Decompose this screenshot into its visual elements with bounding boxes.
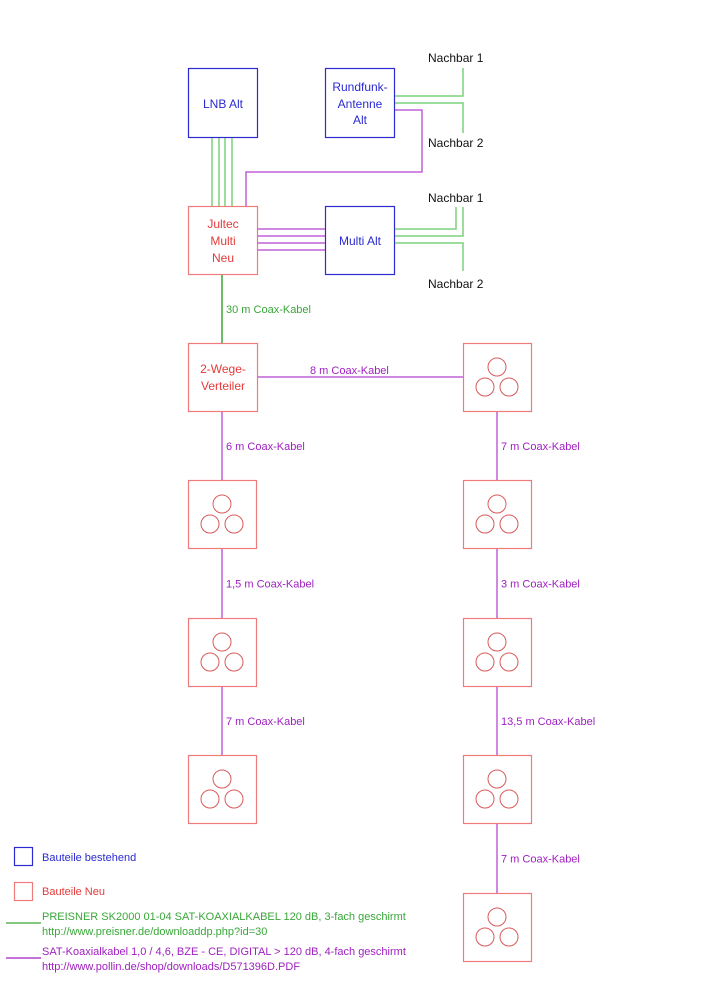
legend-existing-label: Bauteile bestehend [42, 852, 136, 864]
right-cable-label: 3 m Coax-Kabel [501, 579, 580, 591]
multi-neighbor-cables [395, 207, 464, 271]
triple-socket-icon [200, 494, 244, 534]
neighbor-label-mid-2: Nachbar 2 [428, 277, 484, 291]
cable-label-30m: 30 m Coax-Kabel [226, 304, 311, 316]
legend-green-cable-desc: PREISNER SK2000 01-04 SAT-KOAXIALKABEL 1… [42, 911, 406, 923]
outlet-right-1 [462, 342, 533, 413]
jultec-label-line2: Multi [210, 234, 235, 248]
right-cable-label: 7 m Coax-Kabel [501, 854, 580, 866]
multi-alt-label: Multi Alt [339, 234, 382, 248]
legend-green-cable-url[interactable]: http://www.preisner.de/downloaddp.php?id… [42, 926, 267, 938]
outlet-right-3 [462, 617, 533, 688]
splitter-box: 2-Wege- Verteiler [187, 342, 259, 413]
left-cable-label: 1,5 m Coax-Kabel [226, 579, 314, 591]
rundfunk-label-line2: Antenne [338, 97, 383, 111]
outlet-right-5 [462, 892, 533, 963]
splitter-label-line2: Verteiler [201, 379, 245, 393]
cable-chain-group: 6 m Coax-Kabel 1,5 m Coax-Kabel 7 m Coax-K… [221, 412, 595, 893]
outlet-left-2 [187, 617, 258, 688]
outlet-right-2 [462, 479, 533, 550]
legend-new-label: Bauteile Neu [42, 886, 105, 898]
right-cable-label: 7 m Coax-Kabel [501, 441, 580, 453]
jultec-multiswitch-box: Jultec Multi Neu [187, 205, 259, 276]
triple-socket-icon [475, 357, 519, 397]
legend-new-swatch [13, 881, 34, 902]
outlet-left-1 [187, 479, 258, 550]
outlet-right-4 [462, 754, 533, 825]
neighbor-label-mid-1: Nachbar 1 [428, 191, 484, 205]
neighbor-label-top-2: Nachbar 2 [428, 136, 484, 150]
rundfunk-antenne-box: Rundfunk- Antenne Alt [324, 67, 396, 139]
triple-socket-icon [475, 632, 519, 672]
rundfunk-neighbor-cables [395, 68, 464, 133]
multi-alt-box: Multi Alt [324, 205, 396, 276]
legend: Bauteile bestehend Bauteile Neu PREISNER… [6, 846, 406, 973]
outlet-left-3 [187, 754, 258, 825]
splitter-label-line1: 2-Wege- [200, 362, 246, 376]
jultec-label-line3: Neu [212, 251, 234, 265]
triple-socket-icon [200, 632, 244, 672]
triple-socket-icon [200, 769, 244, 809]
jultec-label-line1: Jultec [207, 217, 238, 231]
right-cable-label: 13,5 m Coax-Kabel [501, 716, 595, 728]
legend-magenta-cable-desc: SAT-Koaxialkabel 1,0 / 4,6, BZE - CE, DI… [42, 946, 406, 958]
rundfunk-to-jultec-cable [245, 109, 423, 206]
triple-socket-icon [475, 494, 519, 534]
left-cable-label: 6 m Coax-Kabel [226, 441, 305, 453]
rundfunk-label-line1: Rundfunk- [332, 80, 387, 94]
neighbor-label-top-1: Nachbar 1 [428, 51, 484, 65]
cable-label-8m: 8 m Coax-Kabel [310, 365, 389, 377]
lnb-to-jultec-cables [211, 138, 233, 206]
left-cable-label: 7 m Coax-Kabel [226, 716, 305, 728]
legend-existing-swatch [13, 846, 34, 867]
outlet-group [187, 342, 533, 963]
triple-socket-icon [475, 769, 519, 809]
lnb-box: LNB Alt [187, 67, 259, 139]
rundfunk-label-line3: Alt [353, 113, 368, 127]
legend-magenta-cable-url[interactable]: http://www.pollin.de/shop/downloads/D571… [42, 961, 300, 973]
lnb-label: LNB Alt [203, 97, 244, 111]
jultec-to-multi-cables [258, 228, 325, 251]
triple-socket-icon [475, 907, 519, 947]
